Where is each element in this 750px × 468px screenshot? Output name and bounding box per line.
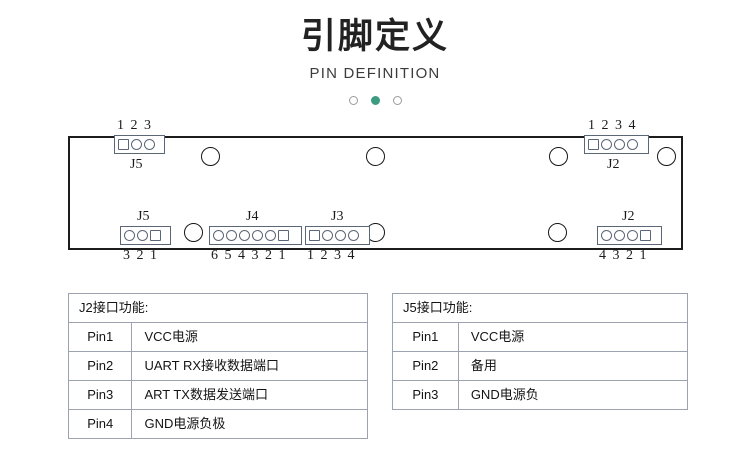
pin-pad-icon <box>627 230 638 241</box>
table-j2-desc-1: VCC电源 <box>131 322 368 352</box>
carousel-dot-1[interactable] <box>348 96 358 105</box>
table-j5-pinout: J5接口功能: Pin1 VCC电源 Pin2 备用 Pin3 GND电源负 <box>392 293 689 410</box>
table-row: Pin2 UART RX接收数据端口 <box>67 351 368 381</box>
j2-top-pin-numbers: 1 2 3 4 <box>588 118 637 133</box>
j2-top-label: J2 <box>607 157 620 172</box>
mounting-hole-icon <box>184 223 203 242</box>
pin-pad-square-icon <box>640 230 651 241</box>
mounting-hole-icon <box>548 223 567 242</box>
page-title-en: PIN DEFINITION <box>309 65 441 82</box>
table-j5-header: J5接口功能: <box>392 293 688 323</box>
table-j5-desc-2: 备用 <box>457 351 689 381</box>
mounting-hole-icon <box>201 147 220 166</box>
table-row: Pin4 GND电源负极 <box>67 409 368 439</box>
connector-j4-bottom[interactable] <box>209 226 302 245</box>
carousel-dots <box>0 96 750 105</box>
table-row-header: J5接口功能: <box>392 293 688 323</box>
pin-pad-icon <box>335 230 346 241</box>
pin-pad-icon <box>239 230 250 241</box>
pin-pad-square-icon <box>150 230 161 241</box>
pin-pad-icon <box>144 139 155 150</box>
pin-pad-icon <box>252 230 263 241</box>
table-j2-desc-3: ART TX数据发送端口 <box>131 380 368 410</box>
pin-pad-icon <box>131 139 142 150</box>
table-j5-pin-2: Pin2 <box>392 351 459 381</box>
table-j2-desc-4: GND电源负极 <box>131 409 368 439</box>
pin-pad-icon <box>601 230 612 241</box>
j5-bottom-pin-numbers: 3 2 1 <box>123 248 159 263</box>
j2-bottom-pin-numbers: 4 3 2 1 <box>599 248 648 263</box>
j3-bottom-pin-numbers: 1 2 3 4 <box>307 248 356 263</box>
j5-bottom-label: J5 <box>137 209 150 224</box>
pin-pad-icon <box>265 230 276 241</box>
pin-pad-icon <box>226 230 237 241</box>
table-j2-pin-1: Pin1 <box>67 322 133 352</box>
j2-bottom-label: J2 <box>622 209 635 224</box>
table-row: Pin1 VCC电源 <box>67 322 368 352</box>
carousel-dot-3[interactable] <box>392 96 402 105</box>
mounting-hole-icon <box>657 147 676 166</box>
pin-pad-icon <box>601 139 612 150</box>
table-j2-pinout: J2接口功能: Pin1 VCC电源 Pin2 UART RX接收数据端口 Pi… <box>67 293 368 439</box>
connector-j5-bottom[interactable] <box>120 226 171 245</box>
page-header: 引脚定义 PIN DEFINITION <box>0 0 750 105</box>
table-row: Pin1 VCC电源 <box>392 322 689 352</box>
mounting-hole-icon <box>366 147 385 166</box>
connector-j5-top[interactable] <box>114 135 165 154</box>
pin-pad-square-icon <box>309 230 320 241</box>
mounting-hole-icon <box>549 147 568 166</box>
pin-pad-icon <box>627 139 638 150</box>
table-j2-pin-2: Pin2 <box>67 351 133 381</box>
table-j2-header: J2接口功能: <box>68 293 368 323</box>
table-j2-pin-3: Pin3 <box>67 380 133 410</box>
table-j2-desc-2: UART RX接收数据端口 <box>131 351 368 381</box>
j3-bottom-label: J3 <box>331 209 344 224</box>
connector-j2-bottom[interactable] <box>597 226 662 245</box>
j5-top-label: J5 <box>130 157 143 172</box>
table-j5-desc-3: GND电源负 <box>457 380 689 410</box>
j5-top-pin-numbers: 1 2 3 <box>117 118 153 133</box>
pin-pad-icon <box>614 230 625 241</box>
pin-pad-square-icon <box>278 230 289 241</box>
table-j5-pin-3: Pin3 <box>392 380 459 410</box>
connector-j2-top[interactable] <box>584 135 649 154</box>
pin-pad-icon <box>322 230 333 241</box>
pin-pad-square-icon <box>118 139 129 150</box>
carousel-dot-2[interactable] <box>370 96 380 105</box>
j4-bottom-label: J4 <box>246 209 259 224</box>
pin-pad-icon <box>137 230 148 241</box>
connector-j3-bottom[interactable] <box>305 226 370 245</box>
j4-bottom-pin-numbers: 6 5 4 3 2 1 <box>211 248 287 263</box>
table-j5-desc-1: VCC电源 <box>457 322 689 352</box>
pin-pad-icon <box>124 230 135 241</box>
table-j5-pin-1: Pin1 <box>392 322 459 352</box>
table-j2-pin-4: Pin4 <box>67 409 133 439</box>
pin-pad-icon <box>213 230 224 241</box>
pin-pad-square-icon <box>588 139 599 150</box>
board-diagram: 1 2 3 J5 1 2 3 4 J2 J5 3 2 1 J4 <box>0 118 750 268</box>
table-row-header: J2接口功能: <box>68 293 368 323</box>
table-row: Pin3 ART TX数据发送端口 <box>67 380 368 410</box>
page-title-cn: 引脚定义 <box>300 17 449 56</box>
table-row: Pin3 GND电源负 <box>392 380 689 410</box>
table-row: Pin2 备用 <box>392 351 689 381</box>
pin-pad-icon <box>614 139 625 150</box>
pin-pad-icon <box>348 230 359 241</box>
